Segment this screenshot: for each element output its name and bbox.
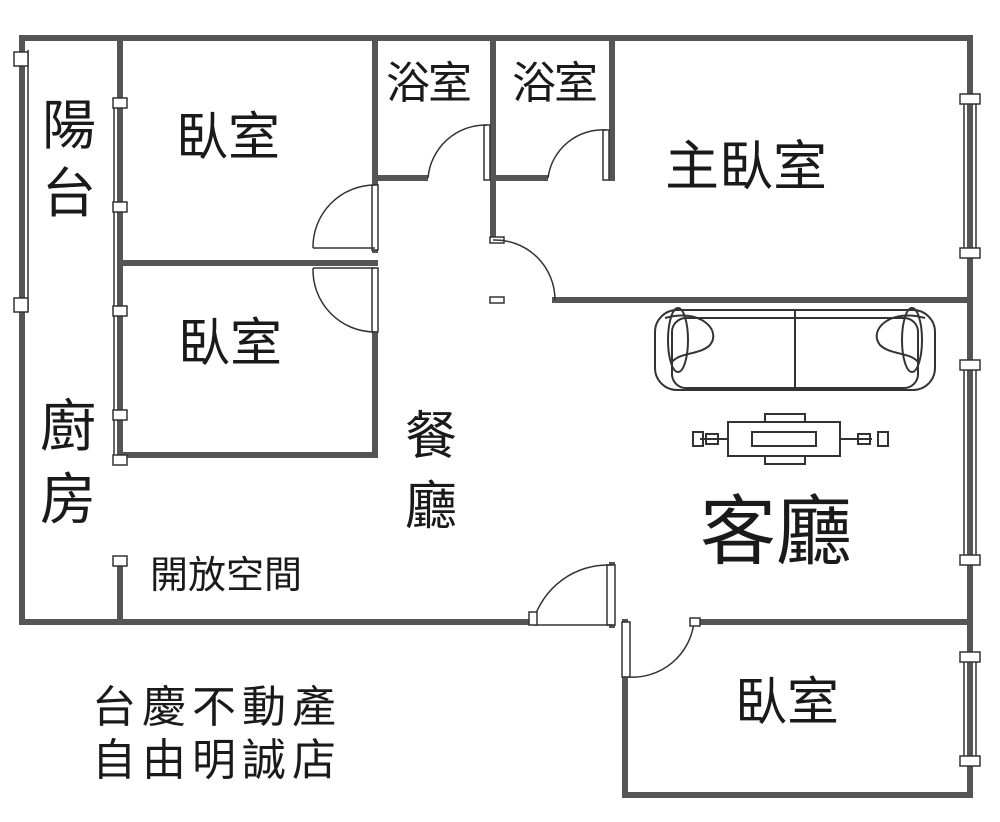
- sill: [959, 554, 981, 566]
- windows: [27, 50, 977, 760]
- sill: [959, 755, 981, 767]
- sill: [112, 201, 128, 213]
- room-label-bedroom-top-left: 臥室: [176, 108, 281, 168]
- door-master: [489, 236, 556, 304]
- sill: [13, 51, 29, 67]
- door-bath2: [547, 129, 610, 181]
- sill: [112, 305, 128, 317]
- sill: [112, 97, 128, 109]
- sill: [959, 651, 981, 663]
- door-bedroom2: [312, 267, 379, 333]
- door-entry: [528, 564, 616, 626]
- coffee-table-icon: [692, 413, 889, 465]
- door-bath1: [427, 124, 491, 181]
- room-label-bath-right: 浴室: [512, 58, 598, 109]
- sill: [112, 409, 128, 421]
- room-label-kitchen: 廚房: [40, 395, 96, 533]
- room-label-bedroom-bottom-right: 臥室: [735, 673, 840, 733]
- door-bedroom3: [621, 617, 701, 678]
- sill: [959, 247, 981, 259]
- room-label-living-room: 客廳: [700, 487, 852, 576]
- window-sills: [13, 51, 981, 767]
- sill: [959, 359, 981, 371]
- agency-credit: 台慶不動產 自由明誠店: [92, 682, 342, 788]
- room-label-bath-left: 浴室: [386, 58, 472, 109]
- sill: [112, 454, 128, 466]
- agency-name: 台慶不動產: [92, 682, 342, 733]
- room-label-bedroom-mid-left: 臥室: [178, 314, 283, 374]
- agency-branch: 自由明誠店: [92, 734, 342, 786]
- room-label-balcony: 陽台: [42, 94, 96, 225]
- room-label-open-space: 開放空間: [150, 553, 303, 597]
- room-label-dining: 餐廳: [405, 407, 458, 538]
- door-bedroom1: [312, 184, 379, 251]
- sill: [13, 297, 29, 313]
- room-label-master-bedroom: 主臥室: [665, 135, 827, 198]
- sill: [959, 93, 981, 105]
- sill: [112, 555, 128, 567]
- sofa-icon: [654, 307, 936, 391]
- doors: [312, 124, 701, 678]
